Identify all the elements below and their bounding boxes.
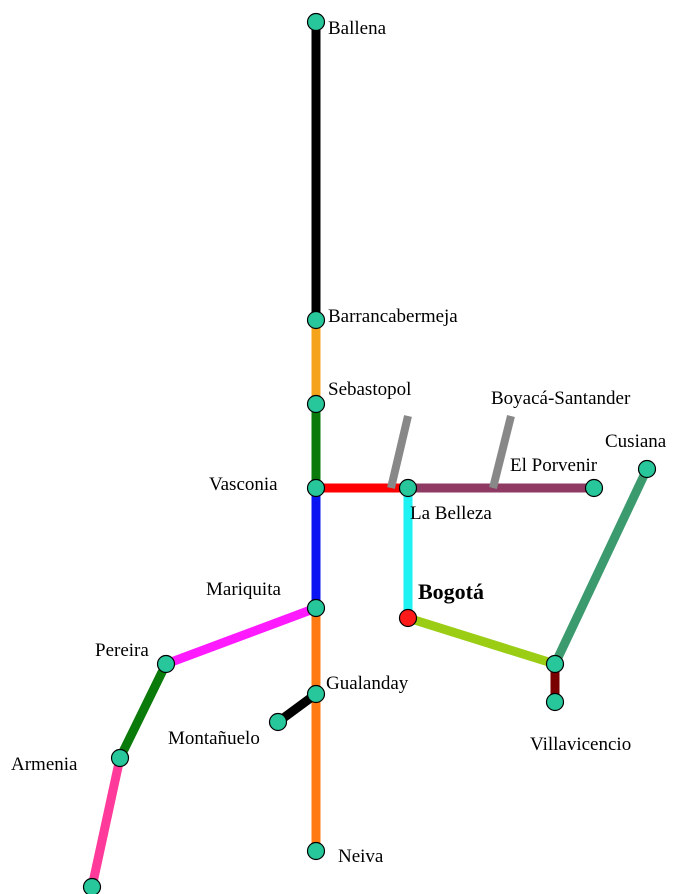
node-junction-east [545,654,565,674]
label-cusiana: Cusiana [605,431,667,452]
segment-sebastopol-connector [387,415,412,489]
label-neiva: Neiva [338,846,384,867]
segment-bogota-junction [406,613,557,669]
station-labels: Ballena Barrancabermeja Sebastopol Boyac… [11,18,667,867]
label-montanuelo: Montañuelo [168,728,260,749]
node-armenia-south-end [82,877,102,894]
node-barrancabermeja [306,310,326,330]
node-neiva [306,841,326,861]
segment-cusiana-junction [550,467,652,666]
node-montanuelo [268,712,288,732]
node-armenia [110,748,130,768]
label-bogota: Bogotá [418,579,484,604]
label-gualanday: Gualanday [326,673,409,694]
node-vasconia [306,478,326,498]
label-mariquita: Mariquita [206,579,281,600]
node-la-belleza [398,478,418,498]
node-el-porvenir [584,478,604,498]
label-vasconia: Vasconia [209,474,278,495]
label-la-belleza: La Belleza [410,503,492,524]
node-ballena [306,12,326,32]
label-villavicencio: Villavicencio [530,734,631,755]
node-bogota [398,608,418,628]
node-sebastopol [306,394,326,414]
label-ballena: Ballena [328,18,387,39]
label-armenia: Armenia [11,754,78,775]
node-cusiana [637,459,657,479]
node-gualanday [306,684,326,704]
label-boyaca-santander: Boyacá-Santander [491,388,631,409]
label-el-porvenir: El Porvenir [510,455,598,476]
segment-boyaca-santander-connector [489,415,515,489]
segment-armenia-south [87,757,125,888]
label-barrancabermeja: Barrancabermeja [328,306,458,327]
station-nodes [82,12,657,894]
label-pereira: Pereira [95,640,149,661]
segment-pereira-armenia [115,662,171,760]
segment-mariquita-pereira [164,603,318,669]
node-mariquita [306,598,326,618]
node-villavicencio [545,692,565,712]
label-sebastopol: Sebastopol [328,379,411,400]
node-pereira [156,654,176,674]
